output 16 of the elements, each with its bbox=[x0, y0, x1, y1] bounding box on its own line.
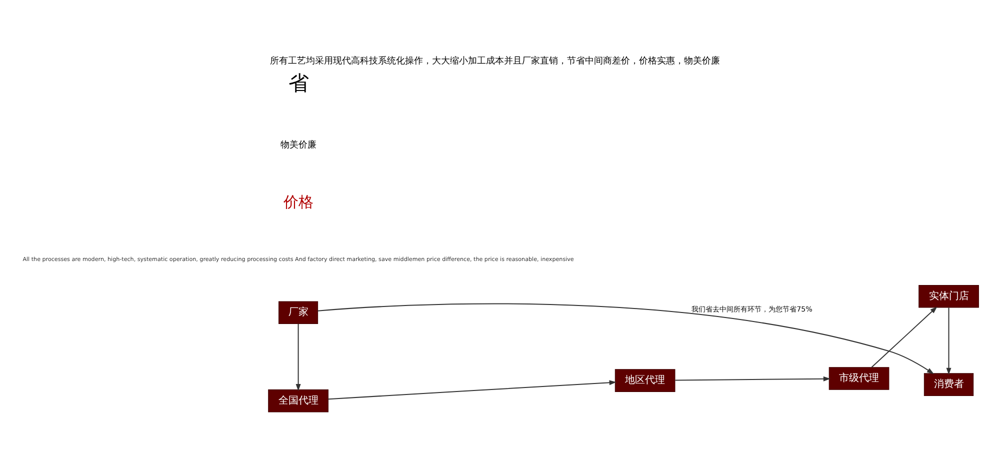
label: 物美价廉 bbox=[280, 140, 316, 151]
arrow bbox=[675, 376, 831, 382]
arrow bbox=[871, 306, 938, 368]
node-box: 市级代理 bbox=[828, 367, 890, 390]
node-box: 实体门店 bbox=[918, 284, 979, 308]
node-box: 地区代理 bbox=[614, 369, 676, 392]
label: 价格 bbox=[283, 192, 314, 211]
node-box: 全国代理 bbox=[268, 389, 328, 412]
arrow bbox=[318, 303, 934, 374]
arrow bbox=[296, 324, 301, 392]
arrow bbox=[946, 308, 952, 375]
label: 省 bbox=[288, 71, 308, 96]
node-box: 消费者 bbox=[924, 373, 974, 396]
arrow bbox=[328, 380, 616, 400]
node-box: 厂家 bbox=[278, 301, 318, 324]
diagram-title: 所有工艺均采用现代高科技系统化操作，大大缩小加工成本并且厂家直销，节省中间商差价，价格实惠，物美价廉 bbox=[270, 56, 720, 66]
